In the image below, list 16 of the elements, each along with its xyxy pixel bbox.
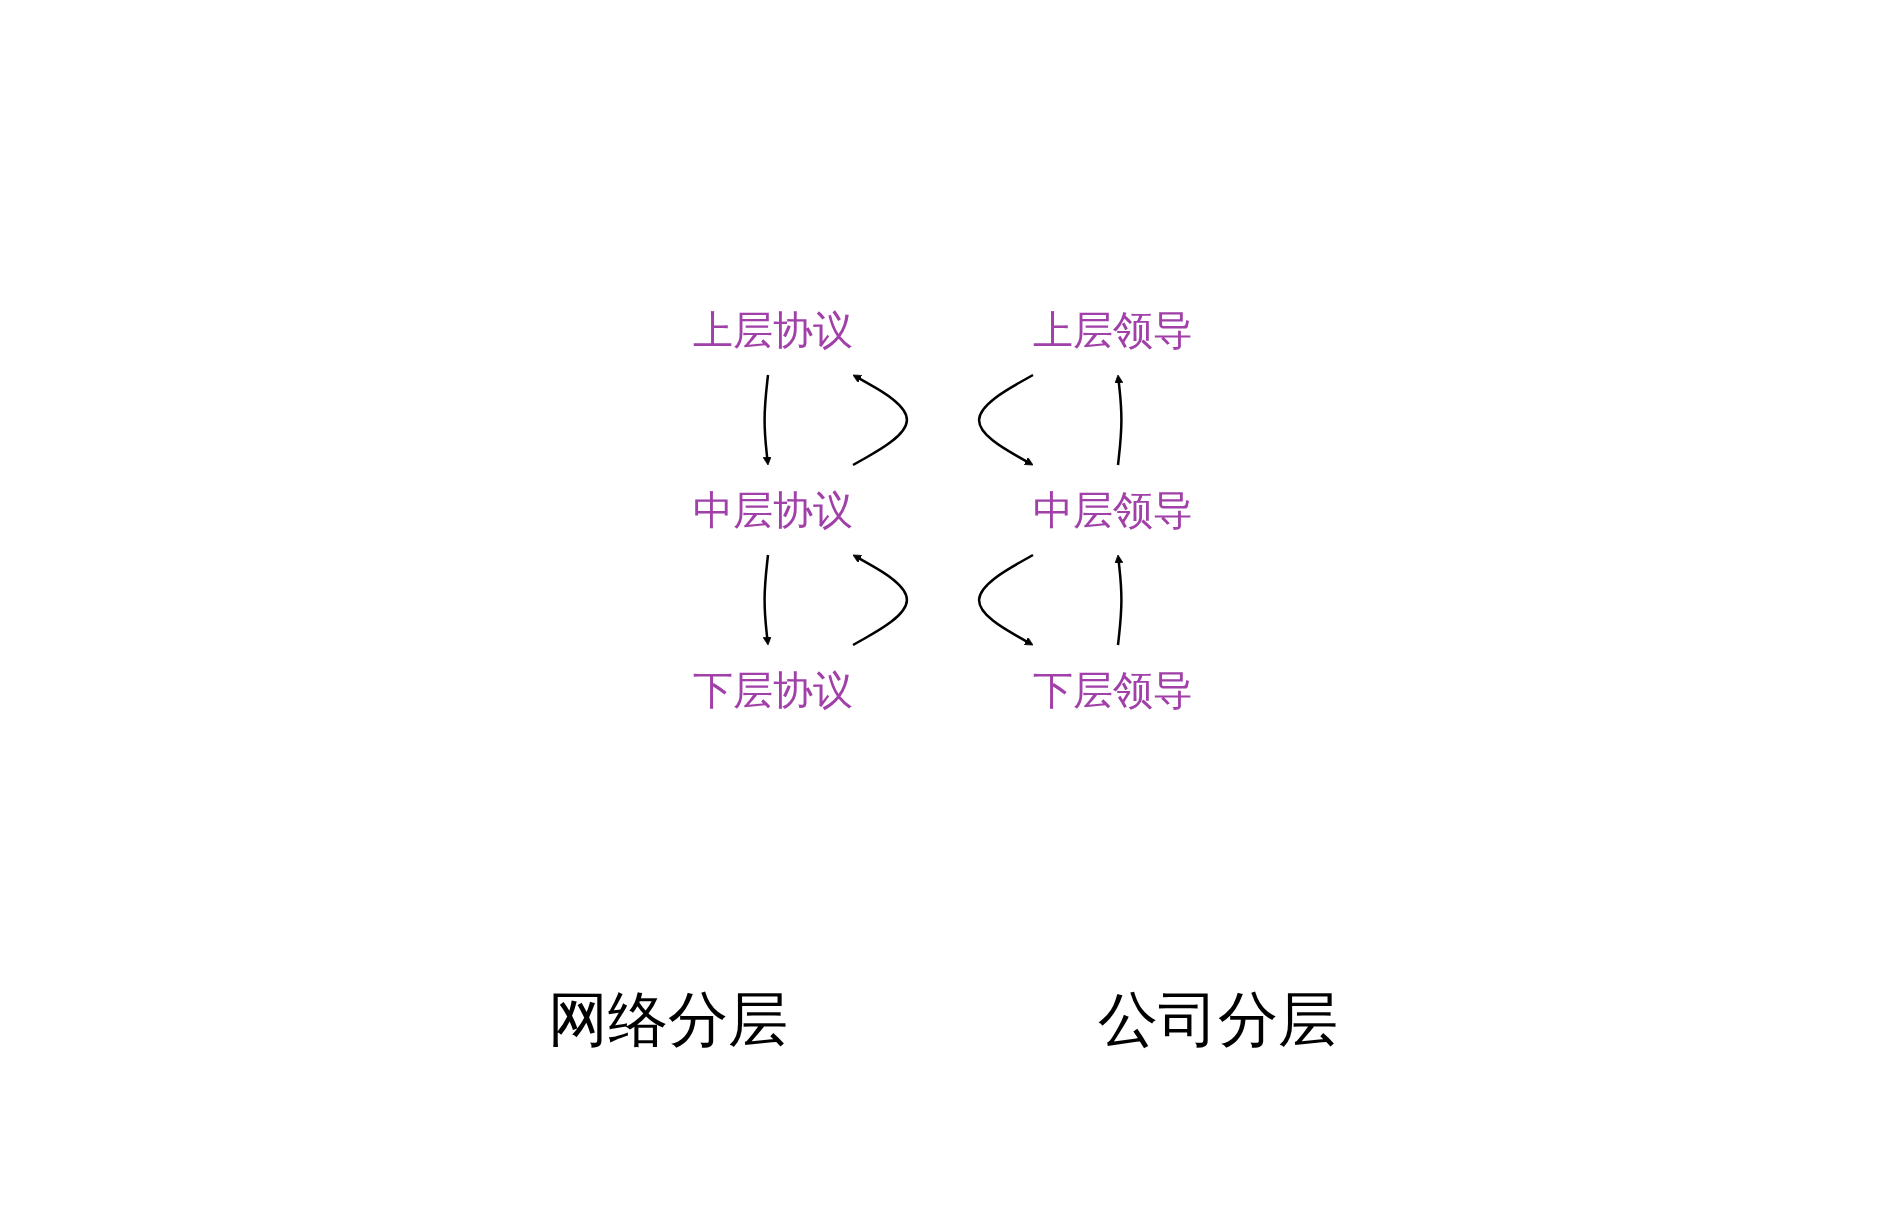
arrow (977, 373, 1034, 466)
arrow (851, 554, 908, 647)
arrow (1114, 554, 1123, 646)
caption-text: 网络分层 (547, 983, 788, 1056)
node-text: 中层协议 (692, 487, 853, 533)
caption-text: 公司分层 (1097, 983, 1338, 1056)
node-text: 上层协议 (692, 307, 853, 353)
arrow (977, 553, 1034, 646)
arrow (851, 374, 908, 467)
node-text: 下层协议 (692, 667, 853, 713)
arrow (762, 554, 771, 646)
node-text: 上层领导 (1032, 307, 1193, 353)
node-text: 中层领导 (1032, 487, 1193, 533)
arrow (1114, 374, 1123, 466)
node-text: 下层领导 (1032, 667, 1193, 713)
arrow (762, 374, 771, 466)
